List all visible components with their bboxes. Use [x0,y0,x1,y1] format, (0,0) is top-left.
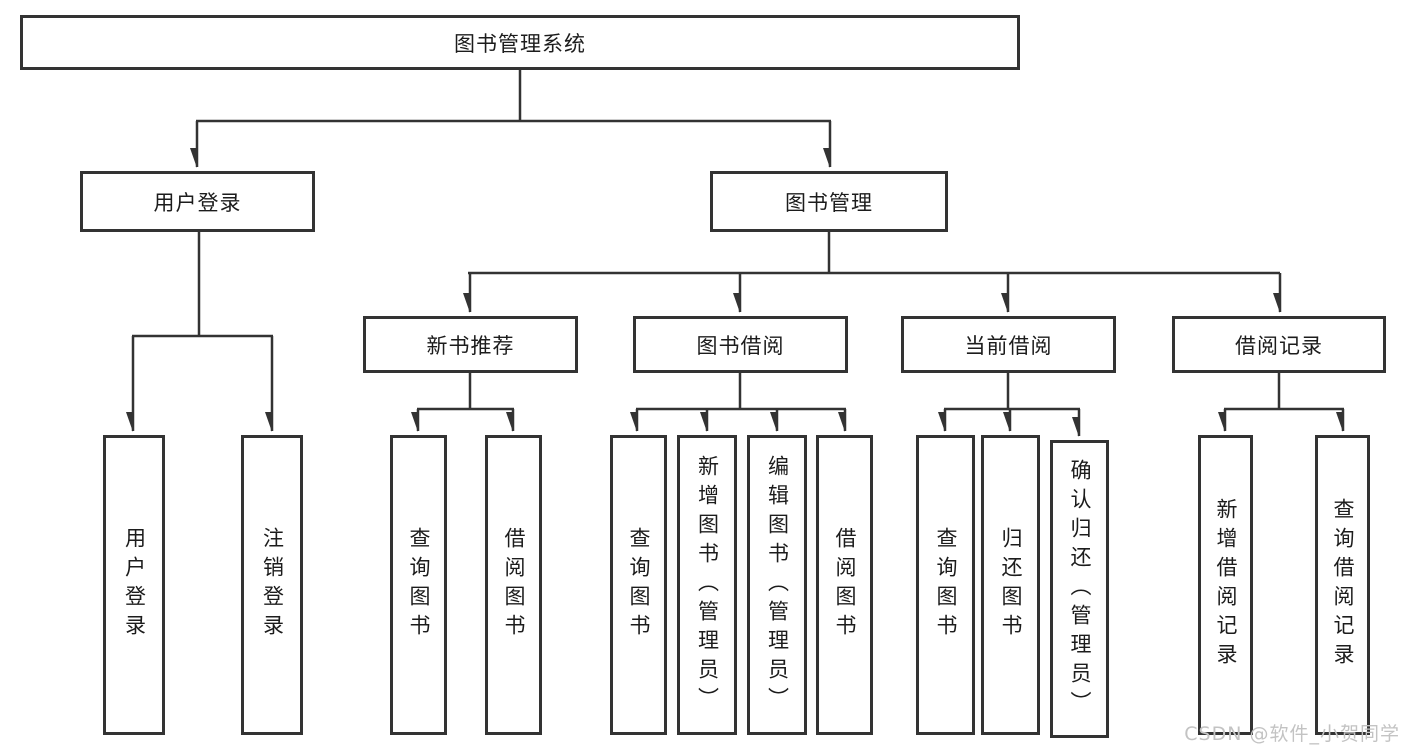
leaf-logout-label: 注销登录 [260,527,285,643]
leaf-nb-query-label: 查询图书 [407,527,431,643]
leaf-bb-add-label: 新增图书（管理员） [695,454,720,716]
leaf-cb-confirm: 确认归还（管理员） [1050,440,1109,738]
leaf-bb-edit-label: 编辑图书（管理员） [765,454,790,716]
node-user-login: 用户登录 [80,171,315,232]
node-book-mgmt: 图书管理 [710,171,948,232]
leaf-bb-add: 新增图书（管理员） [677,435,737,735]
leaf-br-add: 新增借阅记录 [1198,435,1253,735]
node-user-login-label: 用户登录 [153,190,242,215]
node-new-book-label: 新书推荐 [426,333,515,358]
node-current-borrow: 当前借阅 [901,316,1116,373]
leaf-cb-query: 查询图书 [916,435,975,735]
leaf-cb-return-label: 归还图书 [999,527,1023,643]
leaf-br-add-label: 新增借阅记录 [1214,498,1238,672]
node-root: 图书管理系统 [20,15,1020,70]
leaf-bb-borrow: 借阅图书 [816,435,873,735]
node-book-borrow: 图书借阅 [633,316,848,373]
leaf-bb-edit: 编辑图书（管理员） [747,435,807,735]
leaf-nb-borrow: 借阅图书 [485,435,542,735]
node-book-borrow-label: 图书借阅 [696,333,785,358]
leaf-br-query: 查询借阅记录 [1315,435,1370,735]
leaf-bb-query: 查询图书 [610,435,667,735]
leaf-nb-query: 查询图书 [390,435,447,735]
leaf-user-login: 用户登录 [103,435,165,735]
leaf-cb-query-label: 查询图书 [934,527,958,643]
node-borrow-record-label: 借阅记录 [1235,333,1323,358]
leaf-cb-return: 归还图书 [981,435,1040,735]
leaf-user-login-label: 用户登录 [122,527,147,643]
leaf-logout: 注销登录 [241,435,303,735]
leaf-cb-confirm-label: 确认归还（管理员） [1068,458,1092,720]
node-borrow-record: 借阅记录 [1172,316,1386,373]
node-current-borrow-label: 当前借阅 [964,333,1053,358]
csdn-watermark: CSDN @软件_小贺同学 [1184,723,1400,745]
leaf-bb-borrow-label: 借阅图书 [833,527,857,643]
node-root-label: 图书管理系统 [454,31,586,56]
node-new-book: 新书推荐 [363,316,578,373]
node-book-mgmt-label: 图书管理 [785,190,873,215]
leaf-bb-query-label: 查询图书 [627,527,651,643]
leaf-nb-borrow-label: 借阅图书 [502,527,526,643]
leaf-br-query-label: 查询借阅记录 [1331,498,1355,672]
